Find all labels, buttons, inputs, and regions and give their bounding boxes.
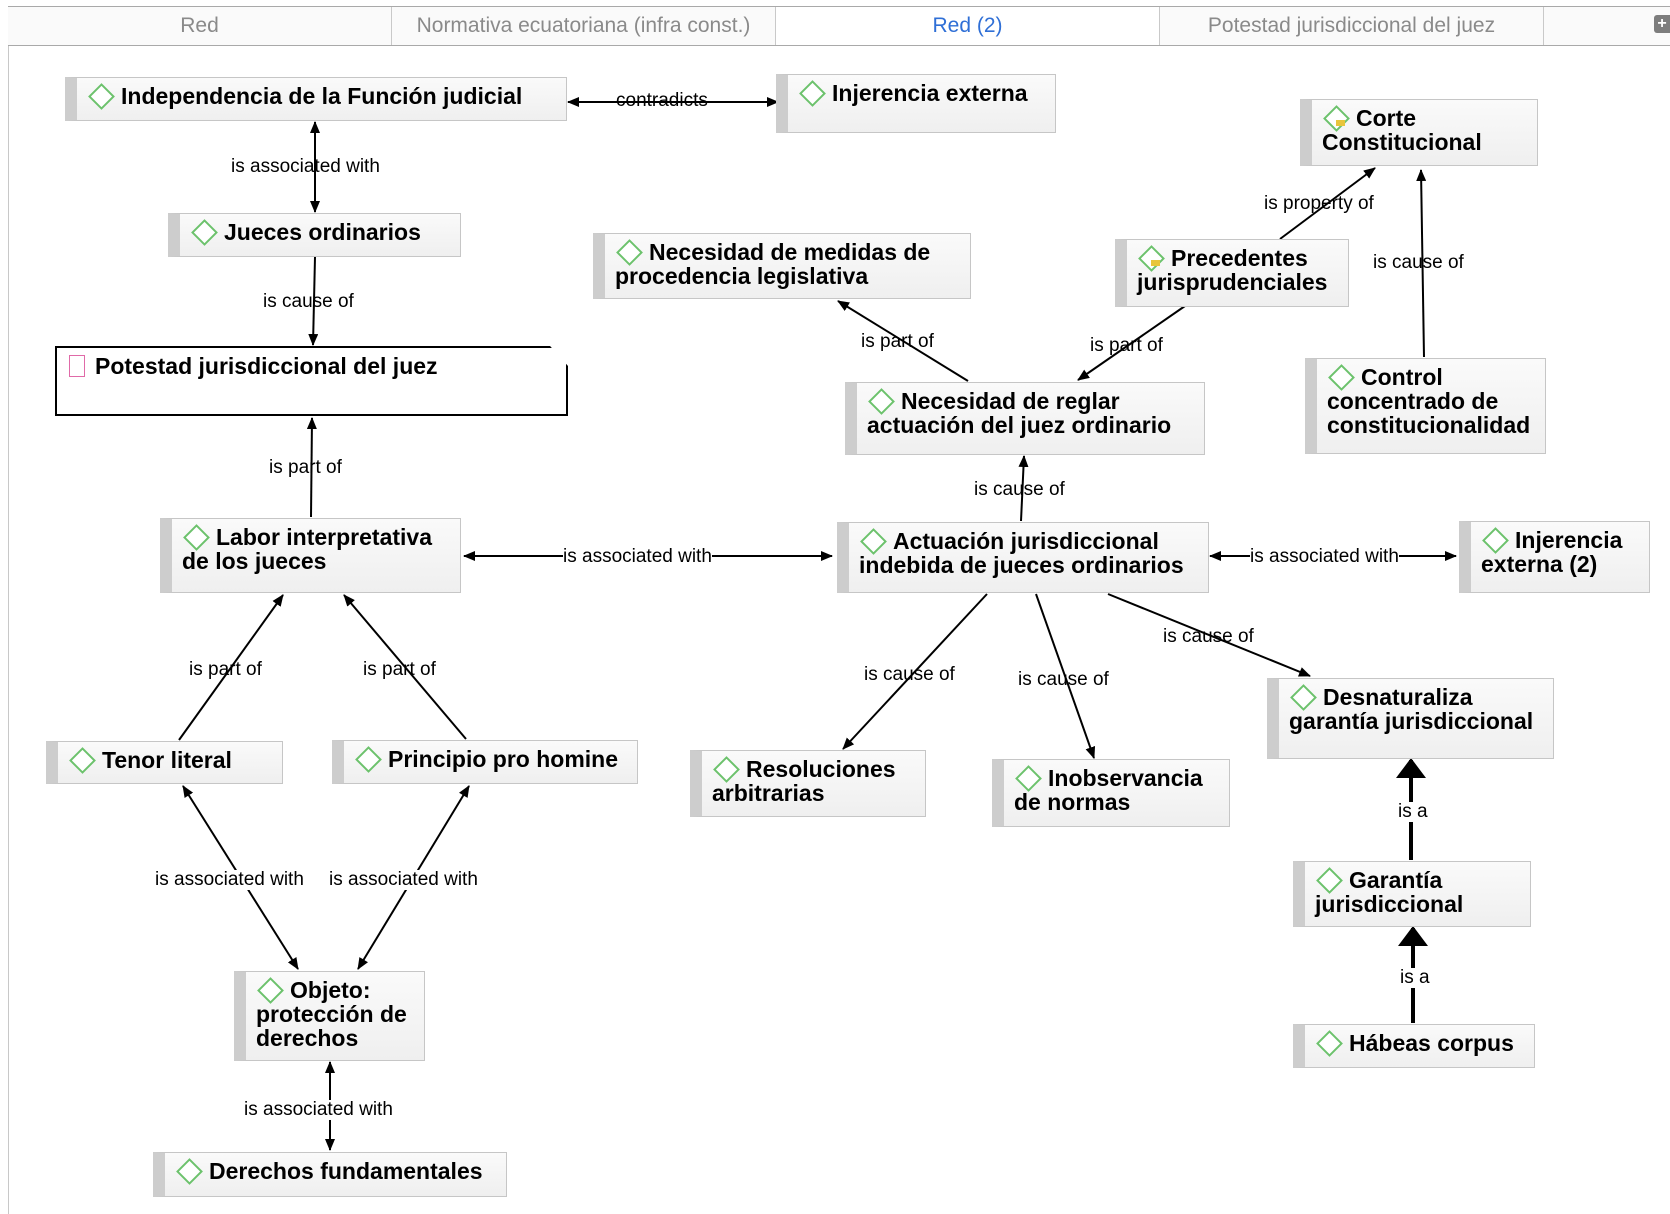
diamond-icon (1290, 684, 1317, 712)
label-actuacion-reglar: is cause of (974, 479, 1065, 500)
plus-icon[interactable]: + (1654, 15, 1670, 33)
link-precedentes-corte (1279, 167, 1376, 240)
memo-icon (69, 355, 85, 377)
diamond-icon (1316, 867, 1343, 895)
node-injerencia-externa[interactable]: Injerencia externa (776, 74, 1056, 133)
diamond-icon (1316, 1030, 1343, 1058)
link-jueces-potestad (308, 256, 319, 346)
note-icon (1151, 260, 1160, 266)
diamond-icon (799, 80, 826, 108)
node-control-concentrado[interactable]: Control concentrado de constitucionalida… (1305, 358, 1546, 454)
diamond-icon (257, 977, 284, 1005)
diamond-icon (355, 746, 382, 774)
link-tenor-labor (178, 594, 284, 741)
node-necesidad-reglar-actuacion[interactable]: Necesidad de reglar actuación del juez o… (845, 382, 1205, 455)
diamond-icon (69, 747, 96, 775)
label-prohomine-labor: is part of (363, 659, 436, 680)
node-objeto-proteccion-derechos[interactable]: Objeto: protección de derechos (234, 971, 425, 1061)
link-actuacion-reglar (1018, 455, 1029, 522)
diamond-icon (191, 219, 218, 247)
node-independencia-funcion-judicial[interactable]: Independencia de la Función judicial (65, 77, 567, 121)
label-precedentes-reglar: is part of (1090, 335, 1163, 356)
label-contradicts: contradicts (616, 90, 708, 111)
node-corte-constitucional[interactable]: Corte Constitucional (1300, 99, 1538, 166)
label-objeto-derechos: is associated with (244, 1099, 393, 1120)
tab-potestad-jurisdiccional[interactable]: Potestad jurisdiccional del juez (1160, 7, 1544, 45)
label-reglar-medidas: is part of (861, 331, 934, 352)
label-actuacion-resoluciones: is cause of (864, 664, 955, 685)
diamond-icon (1138, 245, 1165, 273)
link-labor-potestad (306, 417, 317, 518)
diamond-icon (183, 524, 210, 552)
node-garantia-jurisdiccional[interactable]: Garantía jurisdiccional (1293, 861, 1531, 927)
diamond-icon (1328, 364, 1355, 392)
diamond-icon (860, 528, 887, 556)
node-habeas-corpus[interactable]: Hábeas corpus (1293, 1024, 1535, 1068)
diamond-icon (1323, 105, 1350, 133)
node-tenor-literal[interactable]: Tenor literal (46, 741, 283, 784)
link-actuacion-desnaturaliza (1107, 593, 1311, 677)
node-desnaturaliza-garantia[interactable]: Desnaturaliza garantía jurisdiccional (1267, 678, 1554, 759)
link-reglar-medidas (837, 300, 969, 382)
diamond-icon (1482, 527, 1509, 555)
tab-bar: Red Normativa ecuatoriana (infra const.)… (8, 6, 1670, 46)
link-precedentes-reglar (1077, 305, 1186, 381)
node-inobservancia-normas[interactable]: Inobservancia de normas (992, 759, 1230, 827)
label-tenor-objeto: is associated with (155, 869, 304, 890)
label-actuacion-desnaturaliza: is cause of (1163, 626, 1254, 647)
node-necesidad-medidas-legislativa[interactable]: Necesidad de medidas de procedencia legi… (593, 233, 971, 299)
diamond-icon (868, 388, 895, 416)
label-habeas-garantia: is a (1400, 967, 1430, 988)
node-resoluciones-arbitrarias[interactable]: Resoluciones arbitrarias (690, 750, 926, 817)
node-labor-interpretativa[interactable]: Labor interpretativa de los jueces (160, 518, 461, 593)
link-actuacion-resoluciones (842, 593, 988, 750)
diamond-icon (713, 756, 740, 784)
link-control-corte (1416, 169, 1427, 358)
link-prohomine-labor (343, 594, 467, 740)
node-actuacion-jurisdiccional-indebida[interactable]: Actuación jurisdiccional indebida de jue… (837, 522, 1209, 593)
diamond-icon (88, 83, 115, 111)
label-precedentes-corte: is property of (1264, 193, 1374, 214)
diamond-icon (616, 239, 643, 267)
diamond-icon (1015, 765, 1042, 793)
label-jueces-potestad: is cause of (263, 291, 354, 312)
label-prohomine-objeto: is associated with (329, 869, 478, 890)
tab-red[interactable]: Red (8, 7, 392, 45)
label-independencia-jueces: is associated with (231, 156, 380, 177)
label-garantia-desnaturaliza: is a (1398, 801, 1428, 822)
label-labor-potestad: is part of (269, 457, 342, 478)
label-actuacion-inobservancia: is cause of (1018, 669, 1109, 690)
node-injerencia-externa-2[interactable]: Injerencia externa (2) (1459, 521, 1650, 593)
node-principio-pro-homine[interactable]: Principio pro homine (332, 740, 638, 784)
node-derechos-fundamentales[interactable]: Derechos fundamentales (153, 1152, 507, 1197)
label-tenor-labor: is part of (189, 659, 262, 680)
label-control-corte: is cause of (1373, 252, 1464, 273)
label-actuacion-injerencia2: is associated with (1250, 546, 1399, 567)
node-jueces-ordinarios[interactable]: Jueces ordinarios (168, 213, 461, 257)
tab-normativa-ecuatoriana[interactable]: Normativa ecuatoriana (infra const.) (392, 7, 776, 45)
label-labor-actuacion: is associated with (563, 546, 712, 567)
link-actuacion-inobservancia (1035, 593, 1096, 759)
note-icon (1336, 120, 1345, 126)
node-precedentes-jurisprudenciales[interactable]: Precedentes jurisprudenciales (1115, 239, 1349, 307)
node-potestad-jurisdiccional[interactable]: Potestad jurisdiccional del juez (55, 346, 568, 416)
diamond-icon (176, 1158, 203, 1186)
tab-red-2[interactable]: Red (2) (776, 7, 1160, 45)
